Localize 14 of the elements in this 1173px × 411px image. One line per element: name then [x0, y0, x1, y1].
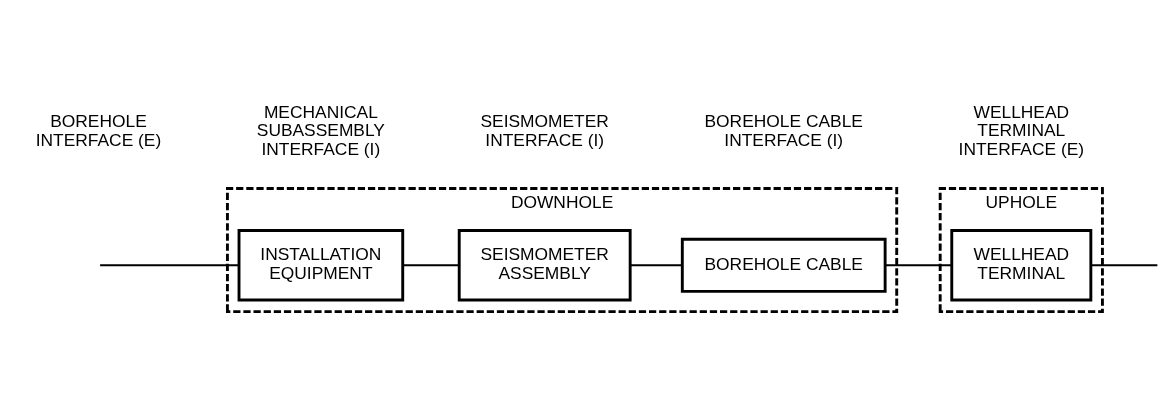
connector — [630, 264, 683, 267]
node-box: BOREHOLE CABLE — [680, 237, 887, 293]
label: SEISMOMETER INTERFACE (I) — [480, 111, 609, 150]
label: BOREHOLE CABLE INTERFACE (I) — [704, 111, 863, 150]
label: MECHANICAL SUBASSEMBLY INTERFACE (I) — [256, 101, 385, 160]
connector — [885, 264, 952, 267]
node-box: WELLHEAD TERMINAL — [950, 229, 1093, 302]
node-box: SEISMOMETER ASSEMBLY — [457, 229, 632, 302]
label: BOREHOLE INTERFACE (E) — [35, 111, 162, 150]
label: WELLHEAD TERMINAL INTERFACE (E) — [958, 101, 1085, 160]
connector — [403, 264, 459, 267]
connector — [100, 264, 239, 267]
node-box: INSTALLATION EQUIPMENT — [237, 229, 405, 302]
connector — [1090, 264, 1158, 267]
